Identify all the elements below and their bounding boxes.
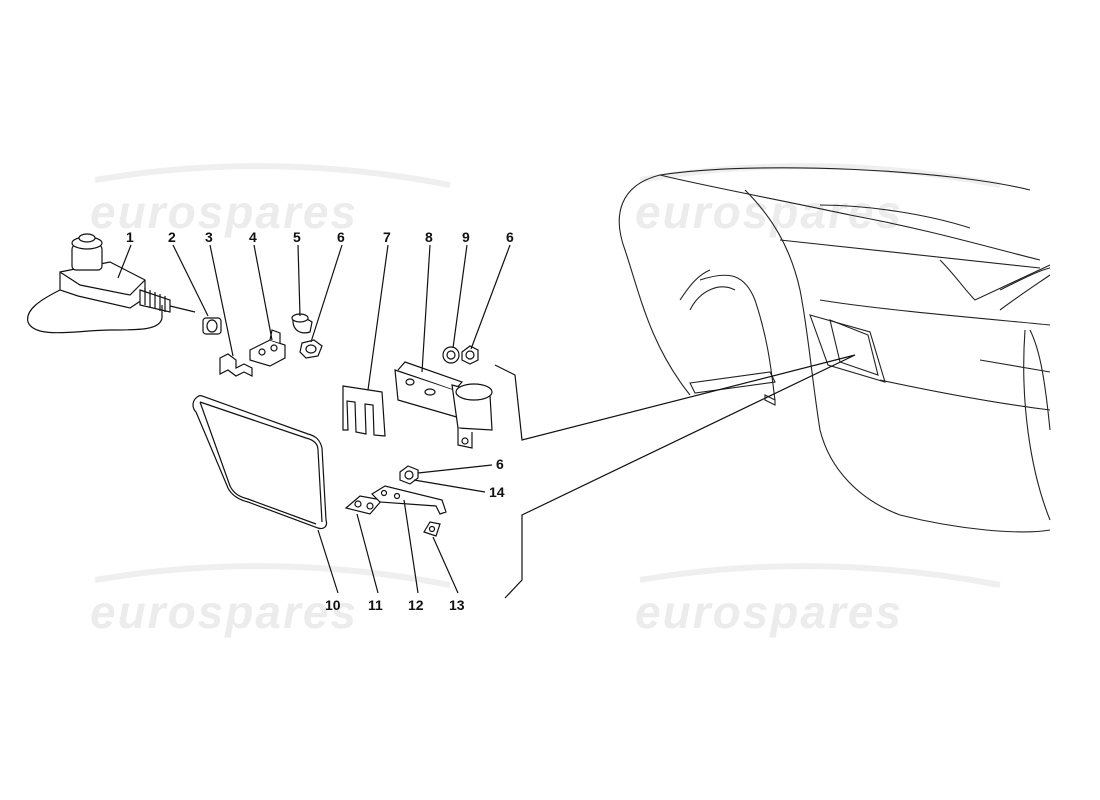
part-6-nut-left <box>299 339 323 359</box>
callout-1: 1 <box>126 229 134 245</box>
watermark-top-left: eurospares <box>90 186 358 238</box>
callout-5: 5 <box>293 229 301 245</box>
watermark-bottom-left: eurospares <box>90 586 358 638</box>
callout-8: 8 <box>425 229 433 245</box>
part-4-bracket <box>249 329 286 367</box>
part-12-striker <box>371 485 447 515</box>
callout-10: 10 <box>325 597 341 613</box>
callout-7: 7 <box>383 229 391 245</box>
part-8-hinge <box>394 361 493 449</box>
part-1-actuator <box>27 233 196 334</box>
car-body-outline <box>618 167 1051 533</box>
part-9-washer <box>442 346 460 364</box>
callout-6-right: 6 <box>506 229 514 245</box>
callout-13: 13 <box>449 597 465 613</box>
detail-pointer-lines <box>494 354 856 599</box>
callout-2: 2 <box>168 229 176 245</box>
part-3-clip <box>219 353 253 377</box>
part-10-fuel-flap <box>192 395 328 530</box>
callout-numbers: 1 2 3 4 5 6 7 8 9 6 6 14 10 11 12 13 <box>126 229 514 613</box>
part-6-nut-right <box>461 345 479 365</box>
part-13-square-nut <box>423 521 441 537</box>
callout-12: 12 <box>408 597 424 613</box>
part-5-plug <box>291 313 313 334</box>
callout-6-lower: 6 <box>496 456 504 472</box>
callout-3: 3 <box>205 229 213 245</box>
part-2-grommet <box>202 317 222 335</box>
callout-11: 11 <box>368 597 383 613</box>
watermark-group: eurospares eurospares eurospares eurospa… <box>90 163 1001 638</box>
callout-6-left: 6 <box>337 229 345 245</box>
watermark-top-right: eurospares <box>635 186 903 238</box>
callout-9: 9 <box>462 229 470 245</box>
part-6-nut-lower <box>399 465 419 485</box>
callout-14: 14 <box>489 484 505 500</box>
leader-lines <box>117 244 511 594</box>
callout-4: 4 <box>249 229 257 245</box>
part-7-shim <box>342 385 386 437</box>
watermark-bottom-right: eurospares <box>635 586 903 638</box>
